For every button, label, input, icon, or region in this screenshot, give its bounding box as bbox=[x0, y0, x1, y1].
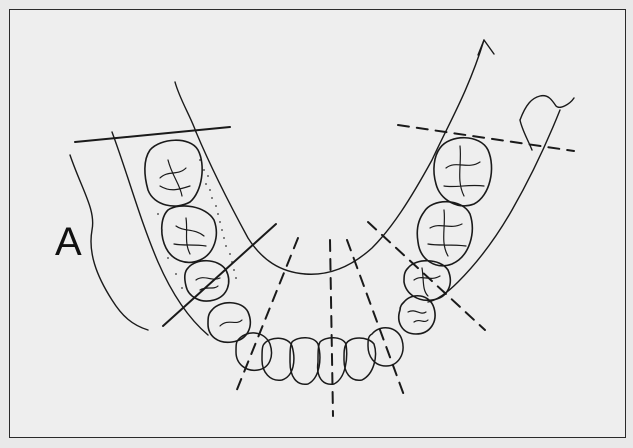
tooth-right-molar-1 bbox=[417, 202, 472, 266]
section-line-left-lower bbox=[163, 224, 276, 326]
cheek-contour-left-mid bbox=[112, 132, 208, 335]
panel-label: A bbox=[55, 222, 82, 262]
right-posterior-teeth bbox=[399, 138, 492, 334]
lingual-contour-left bbox=[196, 132, 305, 274]
tooth-left-molar-1 bbox=[162, 206, 217, 262]
retromolar-contour-right bbox=[520, 96, 574, 120]
tooth-left-lateral-incisor bbox=[262, 338, 294, 380]
tooth-right-molar-2 bbox=[434, 138, 492, 206]
section-line-left-upper bbox=[75, 127, 230, 142]
tooth-right-lateral-incisor bbox=[344, 338, 376, 380]
anterior-teeth bbox=[236, 328, 403, 385]
lingual-contour-right bbox=[305, 40, 484, 274]
dashed-line-canine-left bbox=[236, 238, 298, 392]
mucosa-contour-left bbox=[175, 82, 196, 132]
dashed-line-canine-right bbox=[347, 240, 405, 398]
dashed-line-right-premolar bbox=[368, 222, 485, 330]
left-posterior-teeth bbox=[145, 140, 250, 342]
tooth-left-premolar-2 bbox=[185, 261, 229, 301]
dashed-line-midline bbox=[330, 240, 333, 416]
